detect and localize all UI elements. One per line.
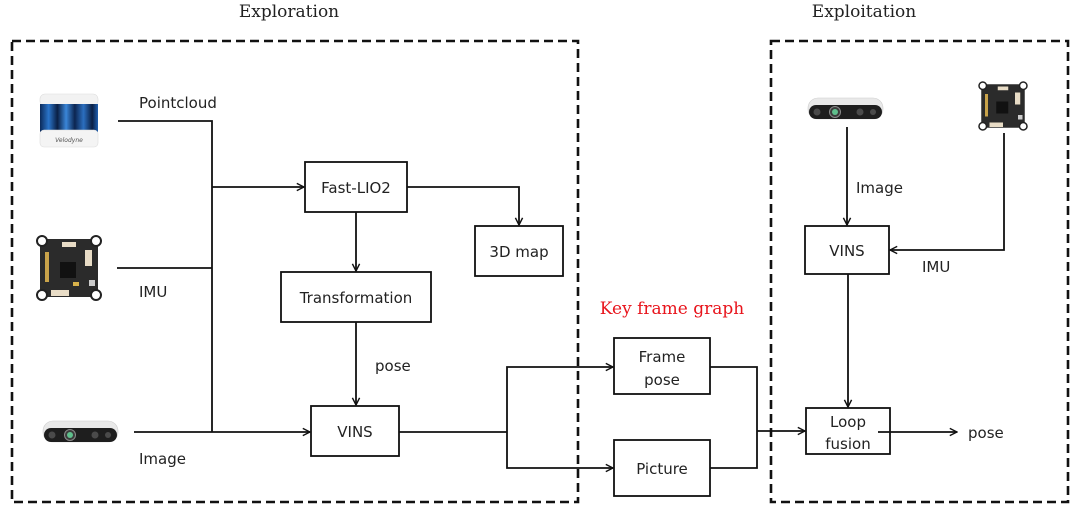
node-frame-pose: Frame pose	[613, 337, 711, 395]
edge-pointcloud	[118, 120, 213, 432]
label-image-right: Image	[856, 179, 903, 197]
node-label-line1: Frame	[639, 348, 686, 366]
imu-board-icon	[36, 235, 102, 301]
edge-fastlio-to-3dmap	[407, 186, 519, 225]
key-frame-graph-title: Key frame graph	[600, 299, 744, 319]
node-label: 3D map	[489, 243, 548, 261]
edge-framepose-merge	[710, 366, 758, 469]
label-pose-out: pose	[968, 424, 1004, 442]
exploitation-title: Exploitation	[812, 2, 916, 22]
node-label: VINS	[337, 423, 372, 441]
label-pointcloud: Pointcloud	[139, 94, 217, 112]
exploitation-group	[769, 39, 1070, 504]
label-image-left: Image	[139, 450, 186, 468]
label-imu-right: IMU	[922, 258, 950, 276]
node-picture: Picture	[613, 439, 711, 497]
imu-board-icon	[978, 81, 1028, 131]
label-imu-left: IMU	[139, 283, 167, 301]
velodyne-lidar-icon: Velodyne	[39, 93, 99, 148]
depth-camera-icon	[42, 420, 119, 443]
node-label-line1: Loop	[830, 413, 866, 431]
label-pose-mid: pose	[375, 357, 411, 375]
depth-camera-icon	[807, 97, 884, 120]
node-vins-left: VINS	[310, 405, 400, 457]
exploration-title: Exploration	[239, 2, 339, 22]
edge-branch-to-picture	[506, 432, 613, 468]
node-loop-fusion: Loop fusion	[805, 407, 891, 455]
node-label-line2: pose	[644, 371, 680, 389]
node-label-line2: fusion	[825, 435, 870, 453]
node-label: Fast-LIO2	[321, 179, 391, 197]
lidar-brand: Velodyne	[55, 137, 83, 144]
node-label: VINS	[829, 242, 864, 260]
node-vins-right: VINS	[804, 225, 890, 275]
edge-imu-to-vins-right	[890, 133, 1005, 250]
node-transformation: Transformation	[280, 271, 432, 323]
node-3d-map: 3D map	[474, 225, 564, 277]
node-label: Picture	[636, 460, 688, 478]
node-label: Transformation	[299, 289, 413, 307]
edge-branch-to-framepose	[506, 367, 613, 432]
exploration-group	[10, 39, 580, 504]
node-fast-lio2: Fast-LIO2	[304, 161, 408, 213]
